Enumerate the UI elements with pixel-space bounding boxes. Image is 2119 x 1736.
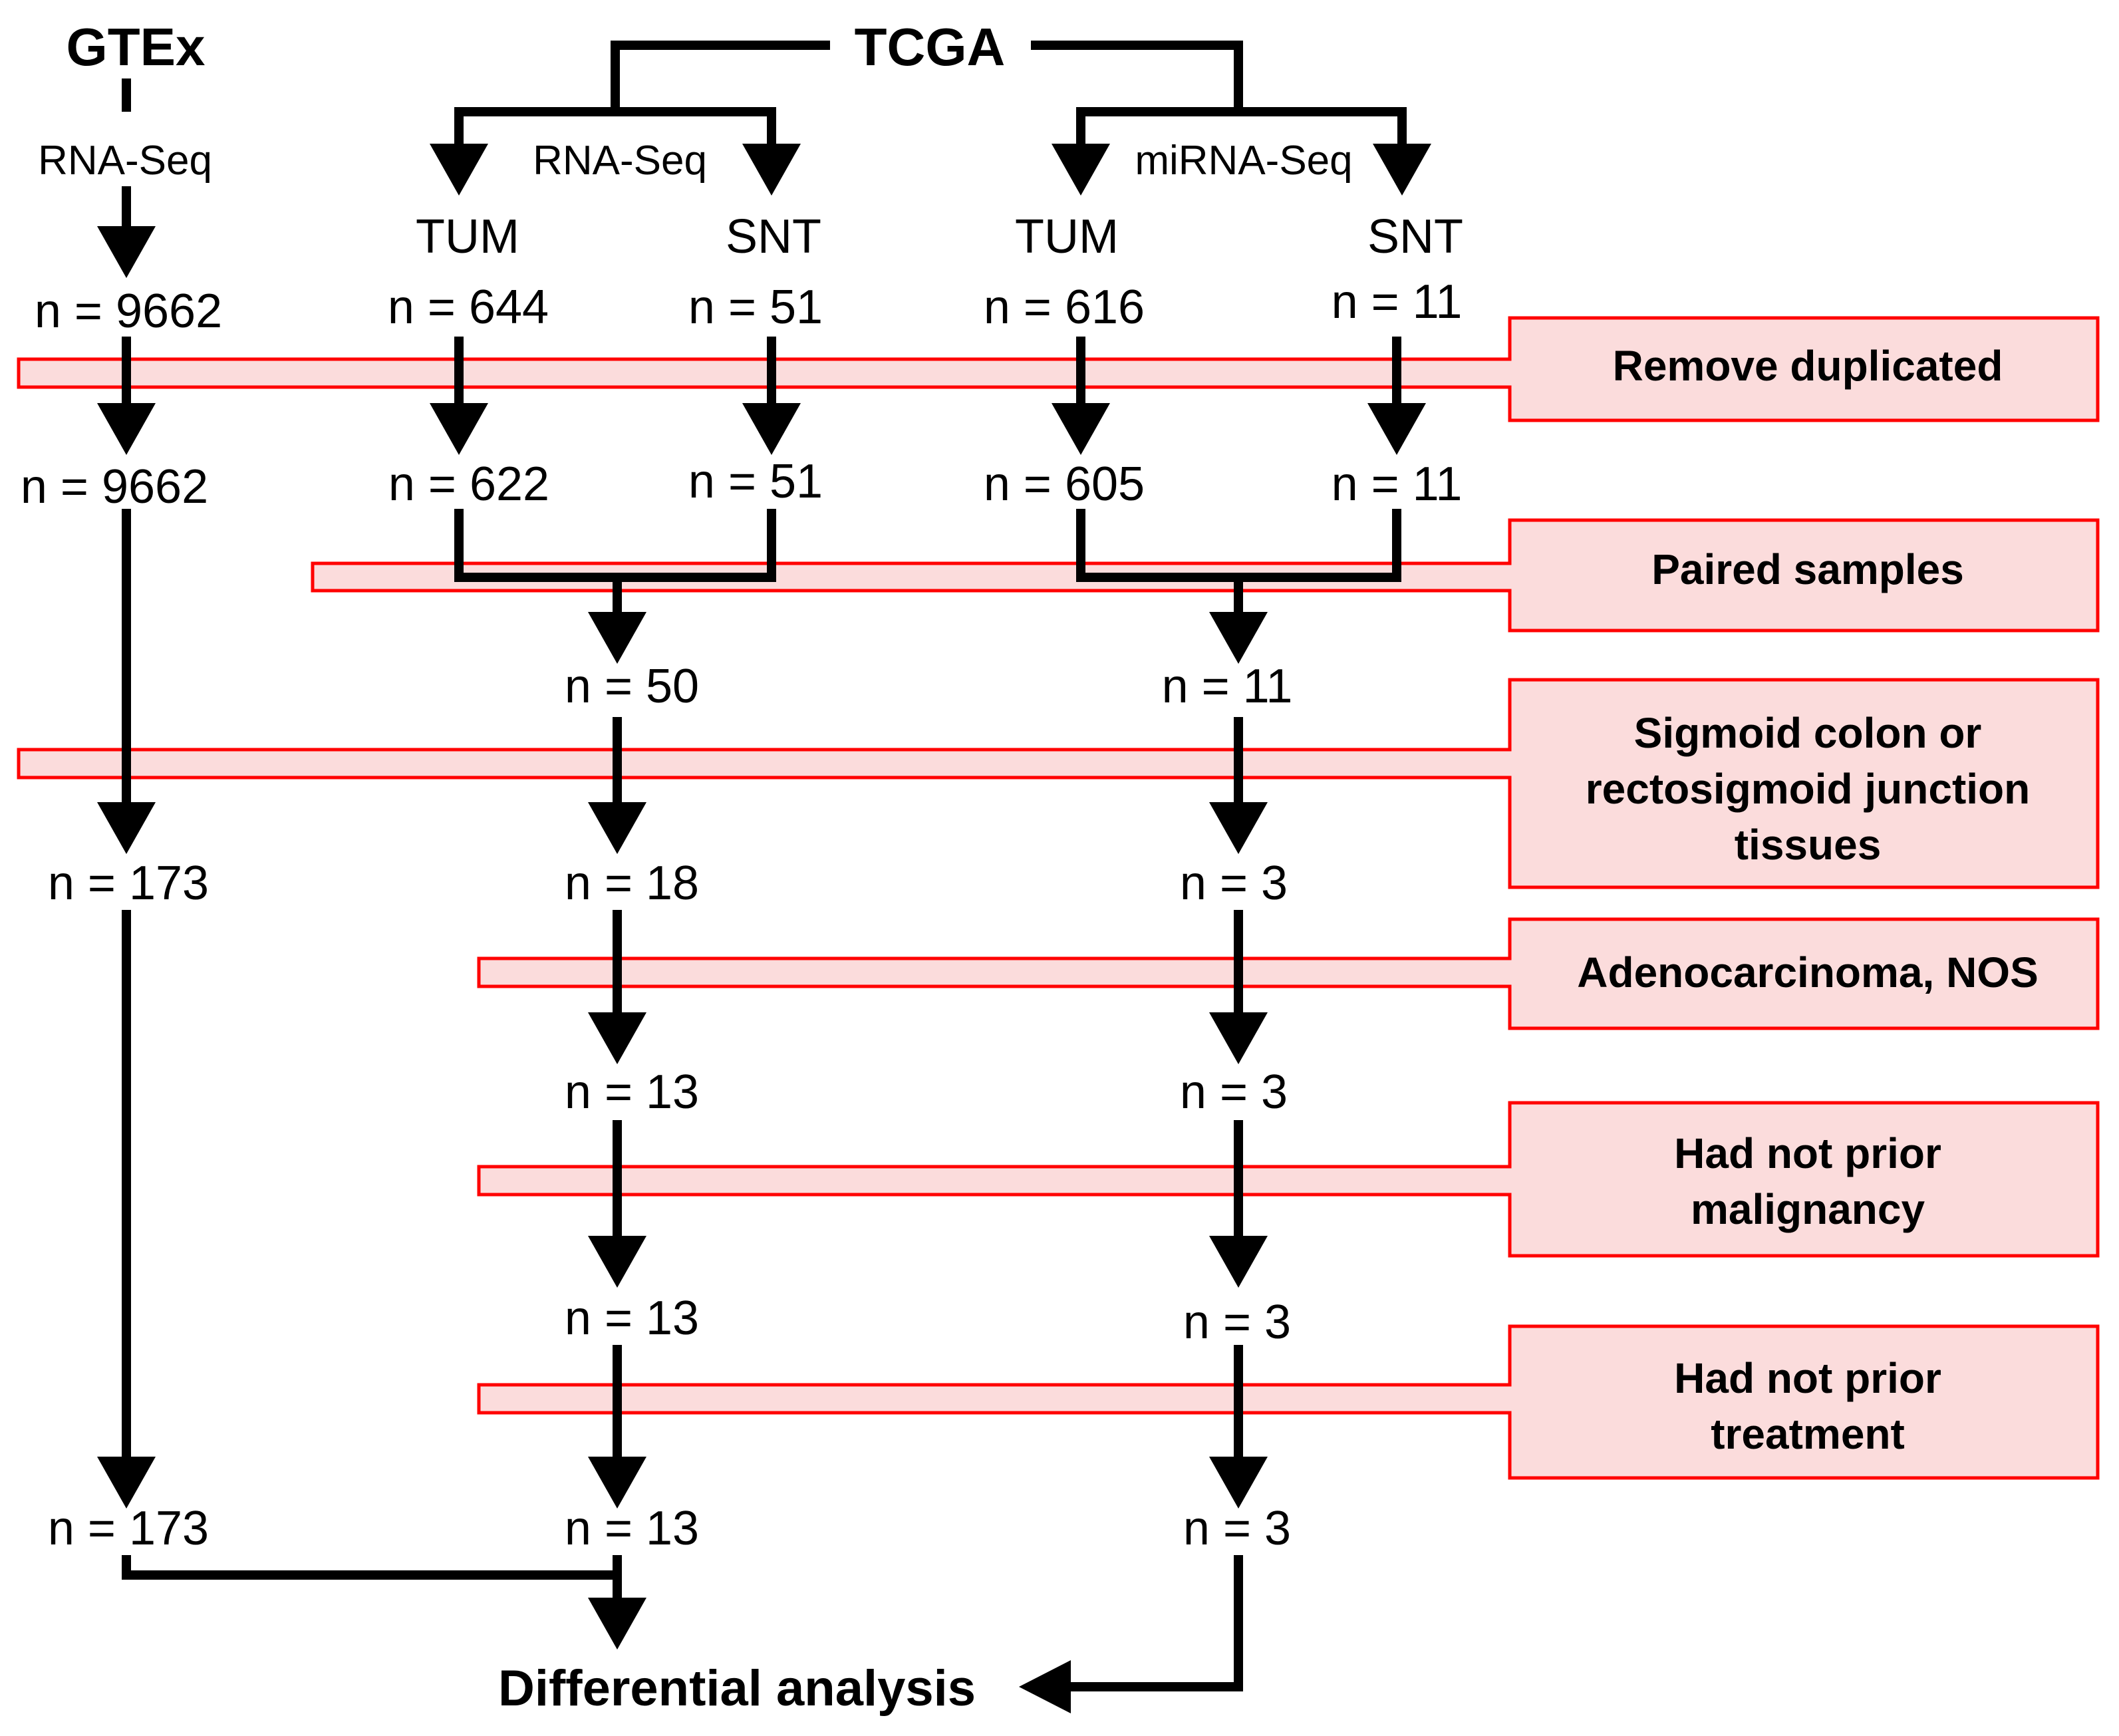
count-mirna-paired-1: n = 11 [1162,660,1293,713]
group-mirna-tum: TUM [1015,210,1119,263]
filter-band-sigmoid-colon [17,678,2100,889]
filter-band-prior-treatment [477,1324,2100,1480]
count-mirna-paired-5: n = 3 [1183,1502,1291,1555]
filter-label-sigmoid-colon-line1: Sigmoid colon or [1634,709,1982,757]
count-rna-paired-5: n = 13 [565,1502,699,1555]
count-rna-tum-1: n = 644 [388,281,549,334]
count-mirna-tum-1: n = 616 [984,281,1145,334]
count-mirna-paired-4: n = 3 [1183,1296,1291,1349]
filter-label-remove-duplicated: Remove duplicated [1613,342,2003,390]
platform-gtex-rnaseq: RNA-Seq [38,138,212,184]
count-gtex-1: n = 9662 [35,285,222,338]
filter-label-prior-malignancy-line2: malignancy [1691,1185,1925,1233]
group-rna-tum: TUM [416,210,519,263]
final-differential-analysis: Differential analysis [498,1660,976,1717]
platform-tcga-rnaseq: RNA-Seq [533,138,707,184]
count-rna-snt-2: n = 51 [688,455,823,508]
count-rna-snt-1: n = 51 [688,281,823,334]
filter-band-prior-malignancy [477,1101,2100,1258]
filter-label-paired-samples: Paired samples [1651,545,1964,593]
filter-band-adenocarcinoma [477,917,2100,1030]
connector-lines [122,41,1407,1691]
count-rna-paired-2: n = 18 [565,857,699,910]
count-mirna-snt-2: n = 11 [1332,458,1463,511]
count-mirna-paired-3: n = 3 [1180,1066,1288,1119]
filter-label-sigmoid-colon-line2: rectosigmoid junction [1586,765,2030,813]
filter-label-sigmoid-colon-line3: tissues [1735,821,1882,869]
count-mirna-tum-2: n = 605 [984,458,1145,511]
filter-band-remove-duplicated [17,316,2100,422]
filter-label-adenocarcinoma: Adenocarcinoma, NOS [1577,948,2039,996]
count-rna-paired-3: n = 13 [565,1066,699,1119]
filter-label-prior-treatment-line1: Had not prior [1674,1354,1941,1402]
source-tcga: TCGA [855,17,1006,76]
count-rna-paired-1: n = 50 [565,660,699,713]
group-mirna-snt: SNT [1367,210,1463,263]
count-rna-paired-4: n = 13 [565,1292,699,1345]
count-gtex-3: n = 173 [48,857,209,910]
filter-label-prior-malignancy-line1: Had not prior [1674,1129,1941,1177]
count-gtex-2: n = 9662 [21,460,208,513]
group-rna-snt: SNT [726,210,821,263]
count-gtex-4: n = 173 [48,1502,209,1555]
count-rna-tum-2: n = 622 [388,458,549,511]
source-gtex: GTEx [67,17,206,76]
count-mirna-snt-1: n = 11 [1332,275,1463,329]
filter-label-prior-treatment-line2: treatment [1711,1410,1905,1458]
count-mirna-paired-2: n = 3 [1180,857,1288,910]
platform-tcga-mirnaseq: miRNA-Seq [1135,138,1352,184]
